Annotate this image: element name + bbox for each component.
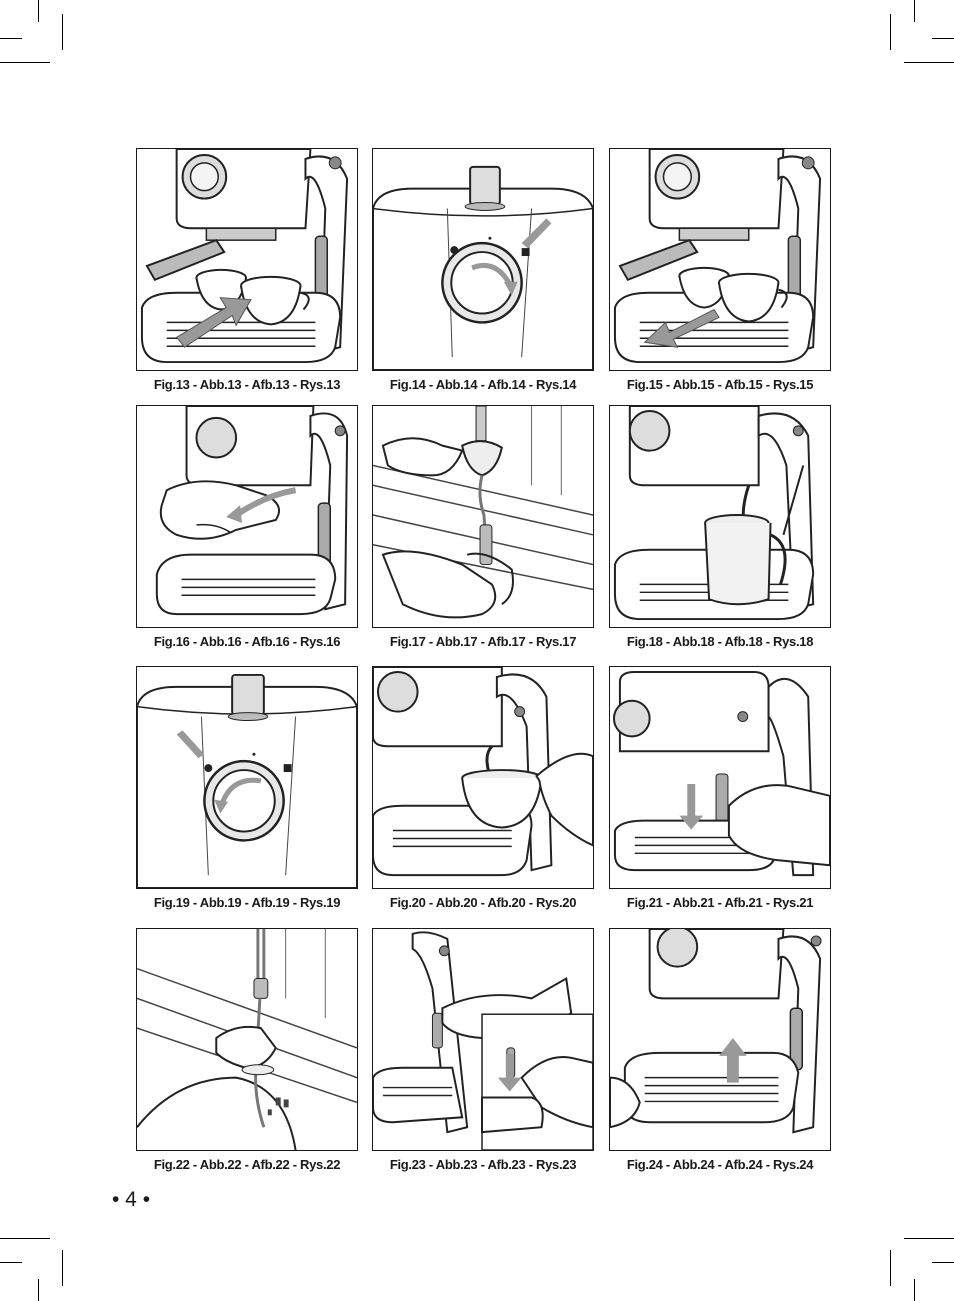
crop-mark [904, 62, 954, 63]
figure-15 [609, 148, 831, 371]
figure-19 [136, 666, 358, 889]
crop-mark [890, 14, 891, 50]
figure-21 [609, 666, 831, 889]
crop-mark [38, 1279, 39, 1301]
wash-nozzle-illustration [137, 929, 357, 1150]
figure-18 [609, 405, 831, 628]
figure-13 [136, 148, 358, 371]
crop-mark [62, 1250, 63, 1286]
espresso-machine-illustration [613, 149, 822, 364]
control-knob-illustration [373, 165, 593, 370]
figure-21-caption: Fig.21 - Abb.21 - Afb.21 - Rys.21 [626, 895, 814, 910]
crop-mark [932, 1262, 954, 1263]
control-knob-illustration [137, 673, 357, 888]
crop-mark [932, 38, 954, 39]
remove-nozzle-illustration [612, 670, 830, 877]
crop-mark [914, 0, 915, 22]
figure-24 [609, 928, 831, 1151]
lift-drip-tray-illustration [610, 929, 822, 1134]
figure-14-caption: Fig.14 - Abb.14 - Afb.14 - Rys.14 [389, 377, 577, 392]
rinse-filter-illustration [373, 406, 593, 619]
figure-17-caption: Fig.17 - Abb.17 - Afb.17 - Rys.17 [389, 634, 577, 649]
figure-23-caption: Fig.23 - Abb.23 - Afb.23 - Rys.23 [389, 1157, 577, 1172]
figure-13-caption: Fig.13 - Abb.13 - Afb.13 - Rys.13 [153, 377, 341, 392]
crop-mark [0, 1262, 22, 1263]
figure-23 [372, 928, 594, 1151]
page-number: • 4 • [112, 1188, 151, 1211]
crop-mark [38, 0, 39, 22]
figure-20 [372, 666, 594, 889]
milk-jug-illustration [613, 406, 815, 621]
figure-15-caption: Fig.15 - Abb.15 - Afb.15 - Rys.15 [626, 377, 814, 392]
figure-17 [372, 405, 594, 628]
crop-mark [890, 1250, 891, 1286]
figure-18-caption: Fig.18 - Abb.18 - Afb.18 - Rys.18 [626, 634, 814, 649]
figure-22-caption: Fig.22 - Abb.22 - Afb.22 - Rys.22 [153, 1157, 341, 1172]
crop-mark [904, 1238, 954, 1239]
figure-16 [136, 405, 358, 628]
crop-mark [0, 38, 22, 39]
figure-22 [136, 928, 358, 1151]
figure-16-caption: Fig.16 - Abb.16 - Afb.16 - Rys.16 [153, 634, 341, 649]
crop-mark [0, 1238, 50, 1239]
froth-cup-illustration [373, 667, 593, 877]
figure-24-caption: Fig.24 - Abb.24 - Afb.24 - Rys.24 [626, 1157, 814, 1172]
figure-20-caption: Fig.20 - Abb.20 - Afb.20 - Rys.20 [389, 895, 577, 910]
crop-mark [62, 14, 63, 50]
figure-19-caption: Fig.19 - Abb.19 - Afb.19 - Rys.19 [153, 895, 341, 910]
espresso-machine-illustration [140, 149, 349, 364]
crop-mark [914, 1279, 915, 1301]
filter-holder-removal-illustration [155, 406, 349, 616]
refit-nozzle-illustration [373, 931, 593, 1150]
figure-14 [372, 148, 594, 371]
crop-mark [0, 62, 50, 63]
